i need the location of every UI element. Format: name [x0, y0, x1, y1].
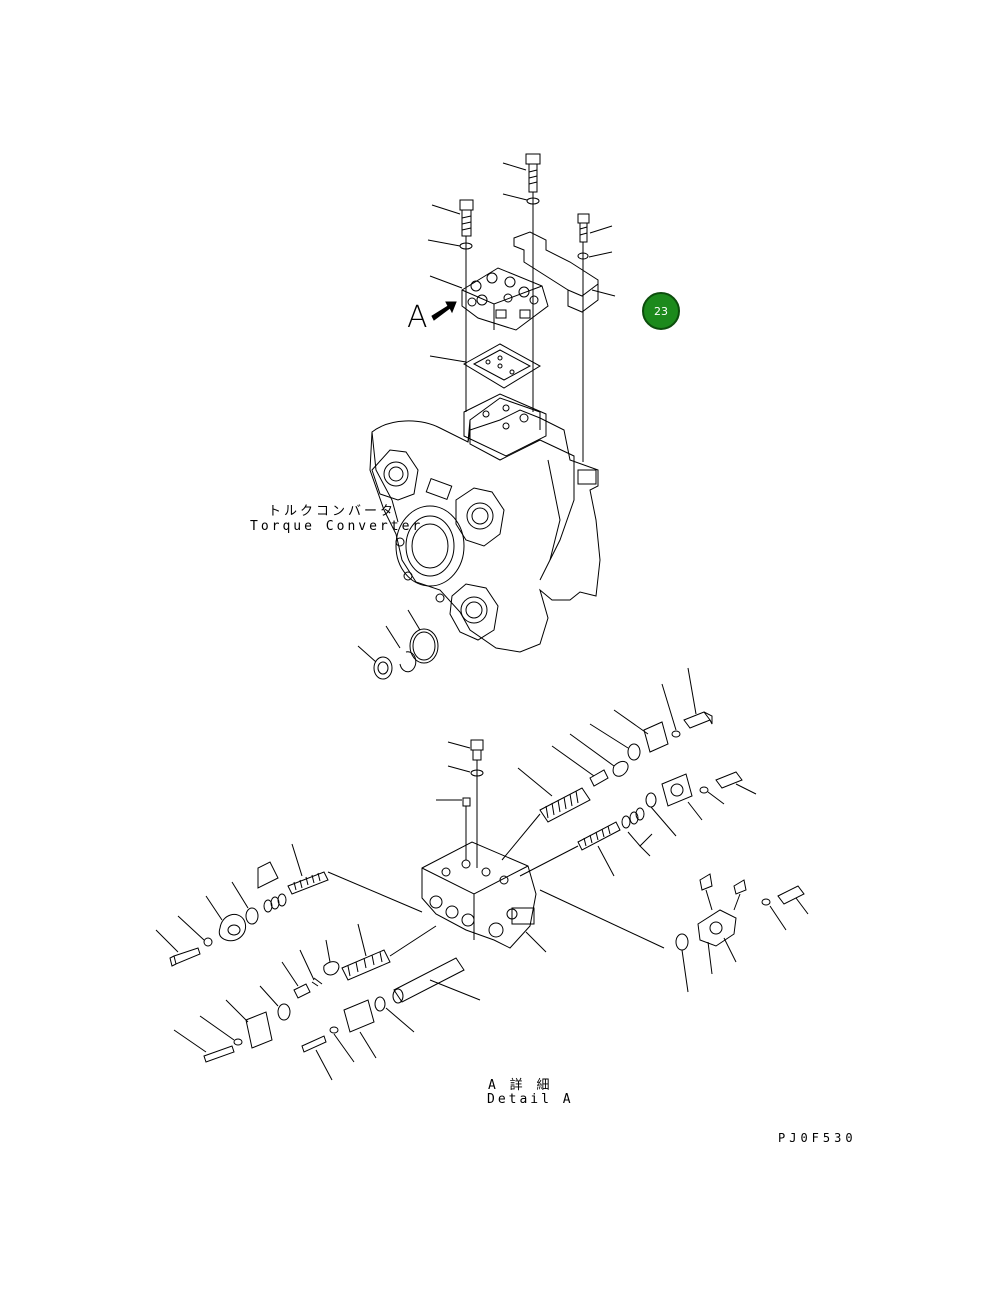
pin-lower: [301, 957, 481, 1081]
spring-left: [155, 843, 423, 967]
spring-middle: [519, 807, 653, 877]
drawing-code: PJ0F530: [778, 1131, 857, 1145]
top-washer-1: [502, 193, 540, 205]
valve-body-detail: [421, 841, 547, 953]
control-valve-block: [429, 267, 549, 331]
seal-ring-1: [407, 609, 439, 664]
torque-converter-label-jp: トルクコンバータ: [268, 504, 397, 519]
top-bolt-1: [502, 153, 541, 193]
torque-converter-label-en: Torque Converter: [250, 519, 424, 534]
view-a-arrow: [431, 301, 457, 321]
seal-ring-2: [357, 645, 393, 680]
top-bolt-2: [431, 199, 474, 237]
transmission-housing: [369, 393, 601, 653]
detail-top-bolt: [436, 739, 484, 868]
callout-badge[interactable]: 23: [642, 292, 680, 330]
spool-upper: [501, 667, 713, 861]
right-lower-parts: [539, 873, 809, 993]
bracket: [513, 231, 616, 313]
view-a-marker: A: [407, 300, 428, 335]
detail-label-en: Detail A: [487, 1092, 574, 1107]
top-washer-2: [427, 239, 473, 250]
cover-right: [645, 771, 757, 837]
snap-ring: [385, 625, 417, 673]
spool-lower: [173, 923, 437, 1063]
detail-label-jp: A 詳 細: [488, 1078, 553, 1093]
top-bolt-3: [577, 213, 613, 243]
gasket: [429, 343, 541, 389]
